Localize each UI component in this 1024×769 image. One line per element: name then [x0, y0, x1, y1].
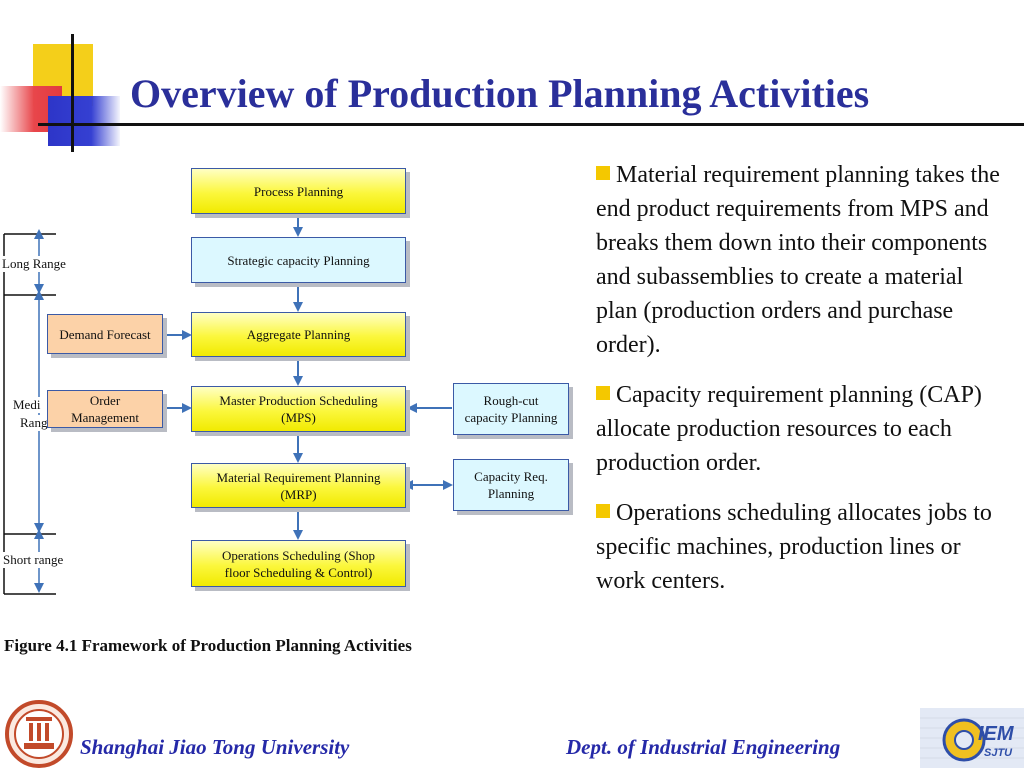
bullet-item-ops: Operations scheduling allocates jobs to …: [596, 496, 1006, 598]
sjtu-logo-icon: [5, 700, 73, 768]
decor-vertical-line: [71, 34, 74, 152]
box-mps-label-1: Master Production Scheduling: [219, 393, 378, 408]
box-rough-cut-label-2: capacity Planning: [464, 410, 558, 425]
bullet-list: Material requirement planning takes the …: [596, 158, 1006, 614]
decor-horizontal-line: [38, 123, 1024, 126]
bullet-text-ops: Operations scheduling allocates jobs to …: [596, 500, 992, 594]
box-mrp-label-1: Material Requirement Planning: [216, 469, 381, 485]
box-ops-label-2: floor Scheduling & Control): [224, 564, 373, 580]
bullet-item-cap: Capacity requirement planning (CAP) allo…: [596, 378, 1006, 480]
bullet-text-mrp: Material requirement planning takes the …: [596, 162, 1000, 358]
box-process-planning: Process Planning: [191, 168, 406, 214]
box-demand-forecast: Demand Forecast: [47, 314, 163, 354]
bullet-square-icon: [596, 386, 610, 400]
box-strategic-capacity-label: Strategic capacity Planning: [227, 252, 370, 268]
box-process-planning-label: Process Planning: [253, 183, 344, 199]
bullet-item-mrp: Material requirement planning takes the …: [596, 158, 1006, 362]
range-label-short: Short range: [3, 552, 64, 568]
box-strategic-capacity: Strategic capacity Planning: [191, 237, 406, 283]
box-mps-label-2: (MPS): [281, 410, 316, 425]
box-operations-scheduling: Operations Scheduling (Shop floor Schedu…: [191, 540, 406, 587]
range-brackets: [3, 233, 56, 595]
bullet-text-cap: Capacity requirement planning (CAP) allo…: [596, 382, 982, 476]
iem-logo-icon: IEM SJTU: [920, 708, 1024, 768]
box-order-management: Order Management: [47, 390, 163, 428]
box-rough-cut-capacity: Rough-cut capacity Planning: [453, 383, 569, 435]
sjtu-logo-text: SJTU: [984, 747, 1013, 759]
box-order-label-2: Management: [71, 410, 139, 425]
flow-arrows: [165, 214, 453, 540]
page-title: Overview of Production Planning Activiti…: [130, 71, 870, 116]
decor-blue-square: [48, 96, 120, 146]
footer-department: Dept. of Industrial Engineering: [566, 735, 841, 759]
box-capacity-req: Capacity Req. Planning: [453, 459, 569, 511]
figure-caption: Figure 4.1 Framework of Production Plann…: [4, 636, 412, 655]
box-rough-cut-label-1: Rough-cut: [483, 393, 539, 408]
range-label-medium-1: Medi: [13, 397, 41, 413]
box-ops-label-1: Operations Scheduling (Shop: [221, 547, 376, 563]
bullet-square-icon: [596, 504, 610, 518]
range-label-medium-2: Rang: [20, 415, 48, 431]
box-mrp-label-2: (MRP): [280, 486, 317, 502]
box-demand-forecast-label: Demand Forecast: [59, 326, 151, 342]
range-label-long: Long Range: [2, 256, 66, 272]
bullet-square-icon: [596, 166, 610, 180]
footer-university: Shanghai Jiao Tong University: [80, 735, 350, 759]
box-capacity-req-label-2: Planning: [487, 486, 535, 501]
iem-logo-text: IEM: [978, 723, 1015, 745]
box-mrp: Material Requirement Planning (MRP): [191, 463, 406, 508]
box-aggregate-planning: Aggregate Planning: [191, 312, 406, 357]
box-aggregate-planning-label: Aggregate Planning: [246, 327, 351, 342]
box-mps: Master Production Scheduling (MPS): [191, 386, 406, 432]
box-capacity-req-label-1: Capacity Req.: [474, 469, 548, 484]
box-order-label-1: Order: [89, 393, 121, 408]
